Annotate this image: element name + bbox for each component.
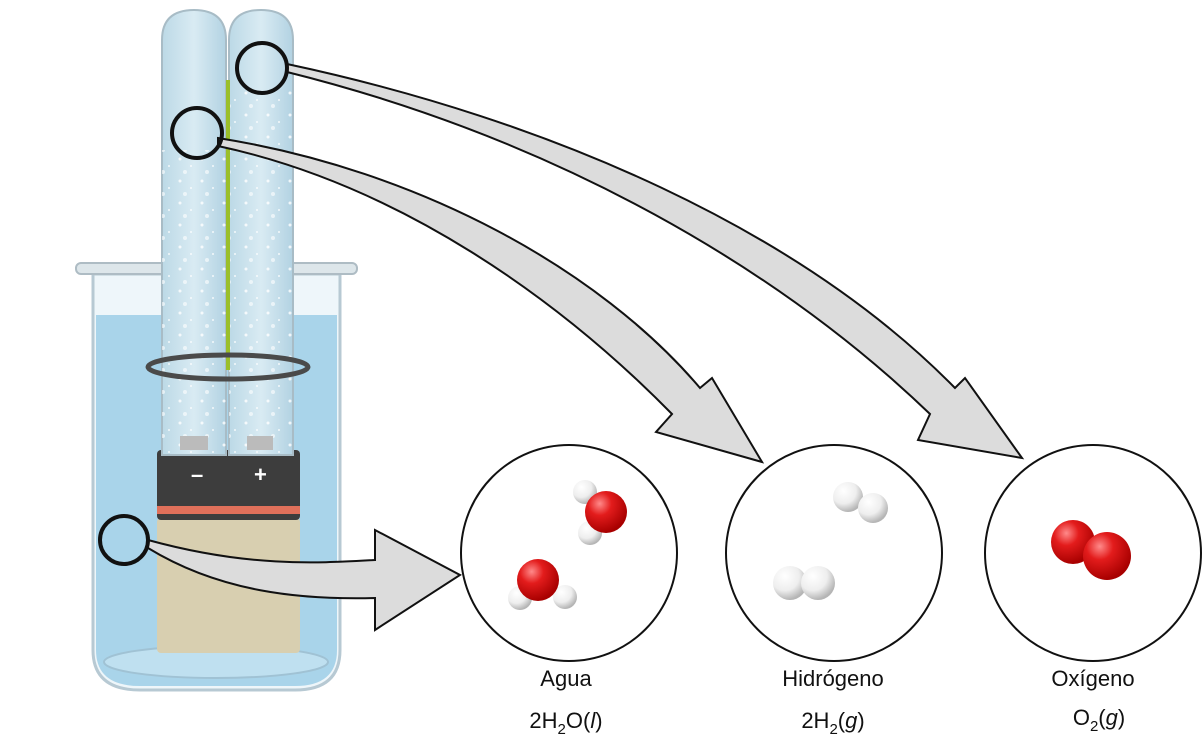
zoom-circle-hydrogen xyxy=(170,106,224,160)
hydrogen-molecule xyxy=(833,482,888,523)
formula-hydrogen: 2H2(g) xyxy=(801,708,865,738)
panel-water xyxy=(460,444,678,662)
label-water: Agua xyxy=(540,666,592,691)
oxygen-molecule xyxy=(1051,520,1131,580)
arrow-oxygen xyxy=(286,62,1025,460)
formula-water: 2H2O(l) xyxy=(529,708,603,738)
hydrogen-molecule xyxy=(773,566,835,600)
arrow-hydrogen xyxy=(217,136,765,464)
water-molecule xyxy=(573,480,627,545)
water-molecule xyxy=(508,559,577,610)
arrow-water xyxy=(147,528,462,632)
electrode xyxy=(226,80,230,370)
zoom-circle-water xyxy=(98,514,150,566)
label-oxygen: Oxígeno xyxy=(1051,666,1135,691)
zoom-circle-oxygen xyxy=(235,41,289,95)
label-hydrogen: Hidrógeno xyxy=(782,666,884,691)
panel-hydrogen xyxy=(725,444,943,662)
formula-oxygen: O2(g) xyxy=(1072,705,1126,735)
tube-holder-ring xyxy=(145,352,311,382)
test-tubes xyxy=(145,8,311,456)
battery-positive-terminal: + xyxy=(254,462,267,487)
battery-negative-terminal: – xyxy=(191,462,204,487)
